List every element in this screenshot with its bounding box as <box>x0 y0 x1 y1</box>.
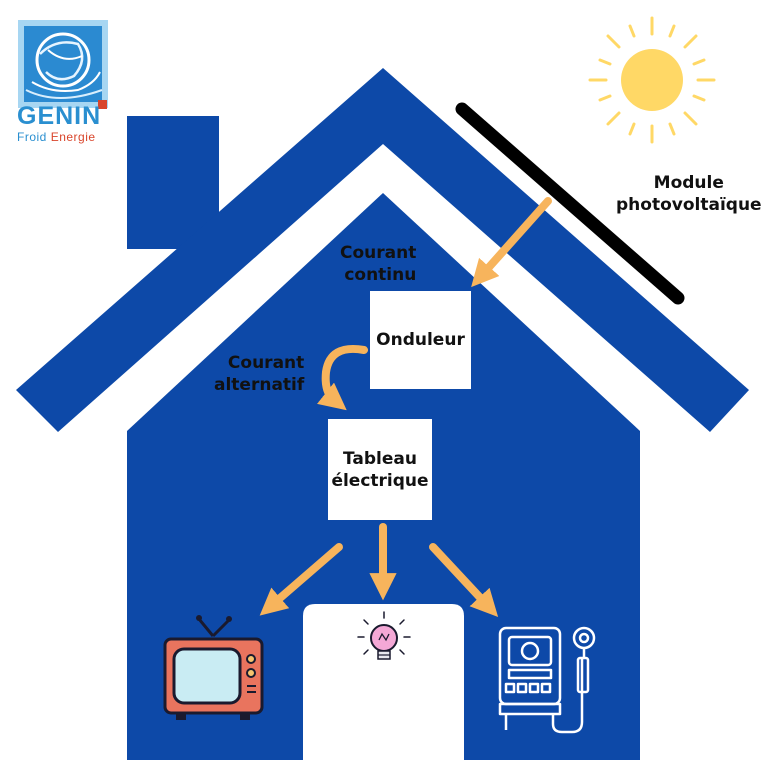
arrow-inverter-to-panel <box>317 345 368 411</box>
sun-icon <box>588 16 716 144</box>
arrow-to-heater <box>429 543 499 617</box>
logo-subtitle-b: Energie <box>50 130 96 144</box>
light-bulb-icon <box>357 611 411 660</box>
electrical-panel-label: Tableau électrique <box>331 448 428 492</box>
electrical-panel-label-line1: Tableau <box>343 448 417 469</box>
module-label-line2: photovoltaïque <box>616 195 762 215</box>
arrow-to-tv <box>259 543 343 616</box>
roof <box>16 68 749 432</box>
logo-subtitle-a: Froid <box>17 130 51 144</box>
ac-label-line1: Courant <box>227 353 305 373</box>
logo-name: GENIN <box>17 102 102 130</box>
arrow-panel-to-inverter <box>471 197 552 288</box>
dc-label: Courant continu <box>340 242 416 286</box>
dc-label-line2: continu <box>344 265 417 285</box>
photovoltaic-panel <box>455 102 685 305</box>
logo-globe-icon <box>18 20 108 108</box>
water-heater-icon <box>498 626 596 734</box>
ac-label-line2: alternatif <box>214 375 305 395</box>
logo-subtitle: Froid Energie <box>17 130 96 144</box>
logo-red-square <box>98 100 107 109</box>
inverter-box: Onduleur <box>370 291 471 389</box>
inverter-label: Onduleur <box>376 330 465 350</box>
genin-logo: GENIN Froid Energie <box>14 16 118 146</box>
module-label-line1: Module <box>653 173 724 193</box>
dc-label-line1: Courant <box>340 243 417 263</box>
electrical-panel-box: Tableau électrique <box>328 419 432 520</box>
electrical-panel-label-line2: électrique <box>331 470 429 491</box>
ac-label: Courant alternatif <box>214 352 304 396</box>
tv-icon <box>163 615 264 720</box>
door <box>303 604 464 760</box>
module-label: Module photovoltaïque <box>616 172 762 216</box>
